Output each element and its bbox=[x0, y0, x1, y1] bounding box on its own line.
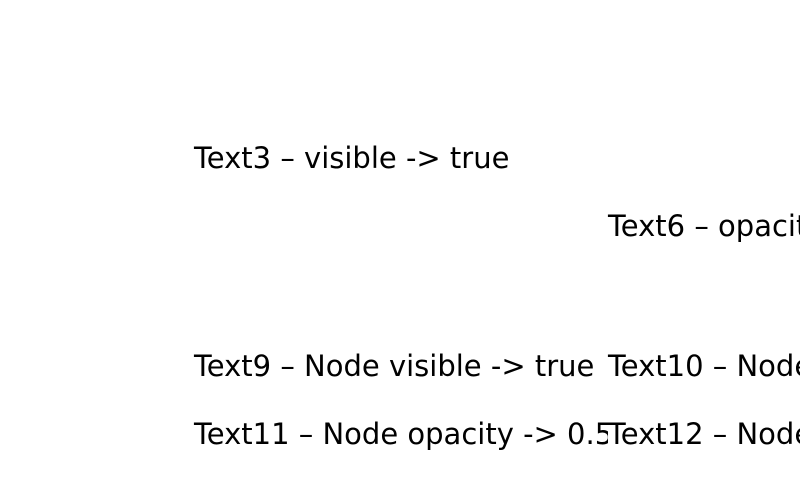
text-label-text6: Text6 – opacity -> 1.0 bbox=[608, 209, 800, 243]
text-label-text10: Text10 – Node visible -> true bbox=[608, 352, 800, 381]
text-label-text11: Text11 – Node opacity -> 0.5 bbox=[194, 417, 614, 451]
text-label-text3: Text3 – visible -> true bbox=[194, 141, 510, 175]
text-label-text9: Text9 – Node visible -> true bbox=[194, 349, 595, 383]
text-label-text12: Text12 – Node opacity -> 0.5 bbox=[608, 420, 800, 449]
